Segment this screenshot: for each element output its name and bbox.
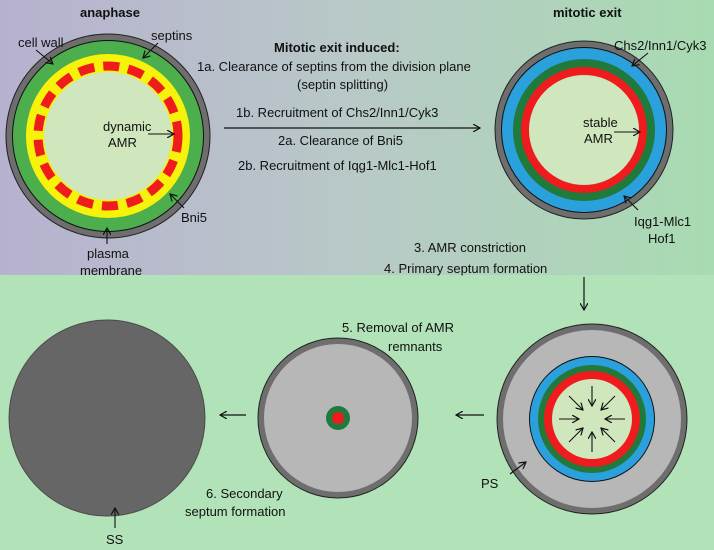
label-stable-amr: AMR	[584, 131, 613, 146]
cell-wall-pointer	[35, 49, 53, 64]
label-stable: stable	[583, 115, 618, 130]
iqg1-pointer	[624, 196, 639, 211]
anaphase-cell	[5, 33, 211, 239]
step-2a: 2a. Clearance of Bni5	[278, 133, 403, 148]
label-hof1: Hof1	[648, 231, 675, 246]
step-6-line1: 6. Secondary	[206, 486, 283, 501]
steps-header: Mitotic exit induced:	[274, 40, 400, 55]
step-2b: 2b. Recruitment of Iqg1-Mlc1-Hof1	[238, 158, 437, 173]
step-4: 4. Primary septum formation	[384, 261, 547, 276]
septins-pointer	[143, 42, 159, 58]
heading-mitotic-exit: mitotic exit	[553, 5, 622, 20]
step-6-line2: septum formation	[185, 504, 285, 519]
step-1b: 1b. Recruitment of Chs2/Inn1/Cyk3	[236, 105, 438, 120]
bni5-pointer	[170, 194, 185, 209]
label-iqg1: Iqg1-Mlc1	[634, 214, 691, 229]
step-5-line2: remnants	[388, 339, 443, 354]
label-dynamic-amr: AMR	[108, 135, 137, 150]
label-bni5: Bni5	[181, 210, 207, 225]
cytoplasm	[529, 75, 639, 185]
label-plasma: plasma	[87, 246, 130, 261]
dynamic-amr-ring	[33, 61, 183, 211]
step-1a-line2: (septin splitting)	[297, 77, 388, 92]
label-ss: SS	[106, 532, 124, 547]
amr-remnant-inner	[332, 412, 344, 424]
step-1a-line1: 1a. Clearance of septins from the divisi…	[197, 59, 471, 74]
label-dynamic: dynamic	[103, 119, 152, 134]
chs2-pointer	[632, 52, 649, 66]
mitotic-exit-cell	[494, 40, 674, 220]
step-3: 3. AMR constriction	[414, 240, 526, 255]
label-septins: septins	[151, 28, 193, 43]
constricting-cell	[496, 323, 688, 515]
label-membrane: membrane	[80, 263, 142, 278]
label-ps: PS	[481, 476, 499, 491]
ps-pointer	[509, 462, 526, 475]
cytoplasm	[44, 72, 172, 200]
constriction-arrows	[559, 386, 625, 452]
step-5-line1: 5. Removal of AMR	[342, 320, 454, 335]
heading-anaphase: anaphase	[80, 5, 140, 20]
secondary-septum-cell	[8, 319, 206, 517]
label-chs2: Chs2/Inn1/Cyk3	[614, 38, 707, 53]
remnant-cell	[257, 337, 419, 499]
label-cell-wall: cell wall	[18, 35, 64, 50]
